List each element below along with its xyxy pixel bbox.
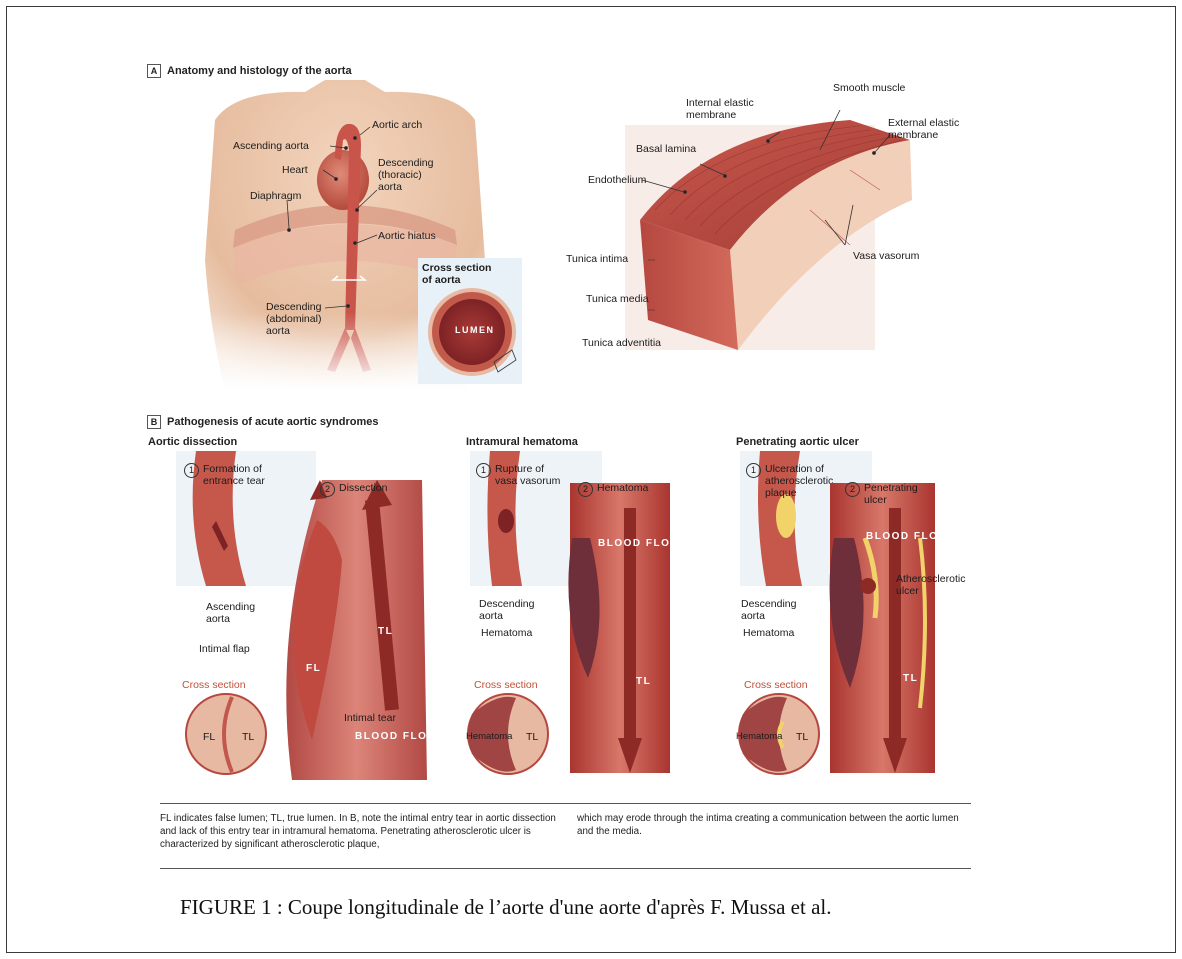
label-external-elastic: External elastic membrane (888, 117, 978, 141)
label-tunica-media: Tunica media (586, 293, 649, 305)
hematoma-step2-text: Hematoma (597, 482, 648, 497)
panel-a-header: A Anatomy and histology of the aorta (147, 64, 352, 78)
step-1-badge: 1 (476, 463, 491, 478)
panel-b-title: Pathogenesis of acute aortic syndromes (167, 416, 379, 428)
hematoma-cross-section-title: Cross section (474, 679, 538, 691)
athero-ulcer-label: Atherosclerotic ulcer (896, 573, 981, 597)
panel-b-header: B Pathogenesis of acute aortic syndromes (147, 415, 379, 429)
ulcer-vessel (820, 478, 945, 778)
dissection-cross-section (176, 692, 276, 777)
ulcer-step2-text: Penetrating ulcer (864, 482, 925, 506)
label-tunica-adventitia: Tunica adventitia (582, 337, 661, 349)
cross-section-title: Cross section of aorta (422, 262, 502, 286)
hematoma-vessel (560, 478, 680, 778)
lumen-label: LUMEN (455, 325, 495, 335)
hematoma-descending-label: Descending aorta (479, 598, 535, 622)
dissection-fl-label: FL (306, 663, 321, 674)
hematoma-tl-label: TL (636, 676, 651, 687)
step-2-badge: 2 (320, 482, 335, 497)
hematoma-blood-flow: BLOOD FLOW (598, 538, 648, 550)
dissection-step2: 2 Dissection (320, 482, 387, 497)
ulcer-cs-hematoma-label: Hematoma (736, 731, 782, 743)
label-ascending-aorta: Ascending aorta (233, 140, 309, 152)
hematoma-title: Intramural hematoma (466, 436, 578, 448)
ulcer-descending-label: Descending aorta (741, 598, 797, 622)
footnote-top-rule (160, 803, 971, 804)
dissection-cross-section-title: Cross section (182, 679, 246, 691)
label-aortic-hiatus: Aortic hiatus (378, 230, 436, 242)
panel-b-letter: B (147, 415, 161, 429)
dissection-blood-flow: BLOOD FLOW (355, 731, 405, 743)
intimal-tear-label: Intimal tear (344, 712, 396, 724)
ulcer-step1: 1 Ulceration of atherosclerotic plaque (746, 463, 830, 499)
label-descending-thoracic: Descending (thoracic) aorta (378, 157, 448, 193)
footnote-left: FL indicates false lumen; TL, true lumen… (160, 812, 560, 851)
panel-a-letter: A (147, 64, 161, 78)
cs-tl-label: TL (242, 731, 254, 743)
ulcer-title: Penetrating aortic ulcer (736, 436, 859, 448)
step-1-badge: 1 (746, 463, 761, 478)
hematoma-step1: 1 Rupture of vasa vasorum (476, 463, 562, 487)
label-vasa-vasorum: Vasa vasorum (853, 250, 919, 262)
ulcer-cross-section-title: Cross section (744, 679, 808, 691)
dissection-title: Aortic dissection (148, 436, 237, 448)
dissection-step2-text: Dissection (339, 482, 387, 497)
label-internal-elastic: Internal elastic membrane (686, 97, 766, 121)
dissection-ascending-label: Ascending aorta (206, 601, 256, 625)
step-2-badge: 2 (845, 482, 860, 497)
dissection-tl-label: TL (378, 626, 393, 637)
footnote-bottom-rule (160, 868, 971, 869)
label-diaphragm: Diaphragm (250, 190, 301, 202)
hematoma-cs-tl-label: TL (526, 731, 538, 743)
ulcer-tl-label: TL (903, 673, 918, 684)
label-heart: Heart (282, 164, 308, 176)
ulcer-step2: 2 Penetrating ulcer (845, 482, 925, 506)
label-smooth-muscle: Smooth muscle (833, 82, 905, 94)
intimal-flap-label: Intimal flap (199, 643, 250, 655)
ulcer-blood-flow: BLOOD FLOW (866, 531, 916, 543)
step-2-badge: 2 (578, 482, 593, 497)
label-endothelium: Endothelium (588, 174, 646, 186)
label-descending-abdominal: Descending (abdominal) aorta (266, 301, 328, 337)
step-1-badge: 1 (184, 463, 199, 478)
hematoma-label: Hematoma (481, 627, 532, 639)
label-basal-lamina: Basal lamina (636, 143, 696, 155)
footnote-right: which may erode through the intima creat… (577, 812, 967, 838)
cs-fl-label: FL (203, 731, 215, 743)
panel-a-title: Anatomy and histology of the aorta (167, 65, 352, 77)
figure-caption: FIGURE 1 : Coupe longitudinale de l’aort… (180, 895, 832, 920)
ulcer-hematoma-label: Hematoma (743, 627, 794, 639)
label-aortic-arch: Aortic arch (372, 119, 422, 131)
hematoma-step2: 2 Hematoma (578, 482, 648, 497)
label-tunica-intima: Tunica intima (566, 253, 628, 265)
hematoma-step1-text: Rupture of vasa vasorum (495, 463, 562, 487)
ulcer-cs-tl-label: TL (796, 731, 808, 743)
hematoma-cs-hematoma-label: Hematoma (466, 731, 512, 743)
